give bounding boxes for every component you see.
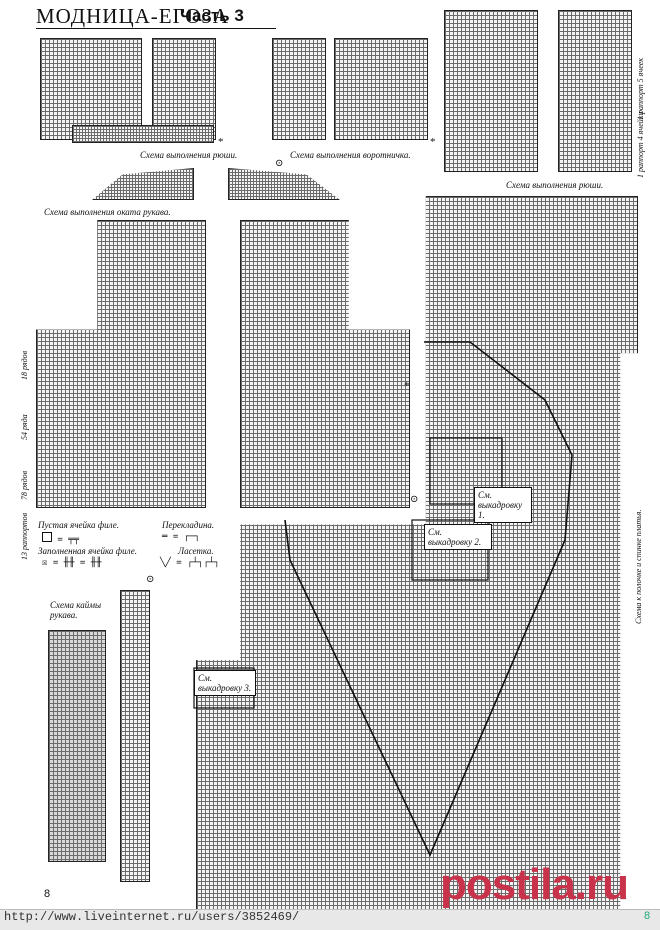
footer-url[interactable]: http://www.liveinternet.ru/users/3852469…: [4, 910, 300, 924]
callout-frame-2: [411, 519, 489, 581]
ruffle-chart-left-a: [40, 38, 142, 140]
sleeve-cap-caption: Схема выполнения оката рукава.: [44, 207, 171, 217]
page-number-right: 8: [644, 910, 651, 922]
ruffle-chart-right-a: [444, 10, 538, 172]
part-label: Часть 3: [180, 6, 244, 25]
legend-filled-symbol: ☒ = ╫╫ = ╫╫: [42, 558, 102, 568]
legend-empty-symbol: = ╤╤: [42, 532, 79, 545]
collar-caption: Схема выполнения воротничка.: [290, 150, 411, 160]
ruffle-base-strip: [72, 125, 214, 143]
ruffle-chart-left-b: [152, 38, 216, 140]
circle-marker: ⊙: [275, 158, 284, 169]
legend-empty-label: Пустая ячейка филе.: [38, 520, 120, 530]
postila-logo: postila.ru: [440, 860, 629, 909]
star-marker-3: *: [404, 380, 410, 392]
callout-3: См. выкадровку 3.: [194, 670, 256, 696]
yoke-outline: [284, 341, 573, 857]
sleeve-border-chart: [48, 630, 106, 862]
collar-chart-a: [272, 38, 326, 140]
circle-marker-2: ⊙: [410, 494, 419, 505]
legend-lasetka-label: Ласетка.: [178, 546, 214, 556]
star-marker-2: *: [430, 136, 436, 148]
footer-bar: [0, 909, 660, 930]
collar-chart-b: [334, 38, 428, 140]
ruffle-chart-right-b: [558, 10, 632, 172]
magazine-title: МОДНИЦА-ЕГОЗА: [36, 4, 230, 28]
header-rule: [36, 28, 276, 29]
callout-1: См. выкадровку 1.: [474, 487, 532, 523]
sleeve-border-scallop: [120, 590, 150, 882]
legend-filled-label: Заполненная ячейка филе.: [38, 546, 137, 556]
page-number-left: 8: [44, 888, 51, 900]
legend-lasetka-symbol: ╲╱ = ┌┴┐┌┴┐: [160, 558, 220, 568]
ruffle-left-caption: Схема выполнения рюши.: [140, 150, 238, 160]
circle-marker-3: ⊙: [146, 574, 155, 585]
callout-2: См. выкадровку 2.: [424, 524, 492, 550]
sleeve-border-caption: Схема каймы рукава.: [50, 600, 102, 620]
legend-crossing-label: Перекладина.: [162, 520, 215, 530]
legend-crossing-symbol: ═ = ┌─┐: [162, 532, 200, 542]
ruffle-right-caption: Схема выполнения рюши.: [506, 180, 604, 190]
callout-frame-1: [429, 437, 503, 505]
star-marker: *: [218, 136, 224, 148]
body-chart-caption: Схема к полочке и спинке платья.: [634, 509, 643, 624]
